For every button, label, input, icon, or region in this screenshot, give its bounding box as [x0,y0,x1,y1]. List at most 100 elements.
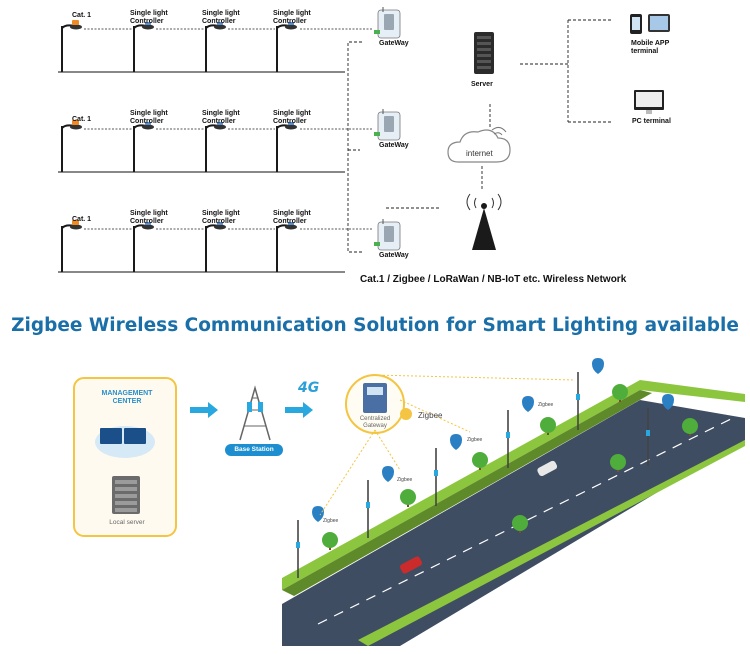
gateway-label: Centralized Gateway [359,416,391,429]
tree-crown [400,489,416,505]
controller-module [217,222,223,225]
cat1-label: Cat. 1 [72,216,92,223]
tree-crown [540,417,556,433]
lamp-head [70,124,82,130]
street-lamp [133,222,204,272]
base-station-label: Base Station [225,444,283,456]
gateway-label: GateWay [379,142,409,149]
zigbee-link [374,429,401,471]
server-slot [115,508,137,512]
tower-frame [239,385,271,441]
server-slot [115,487,137,491]
zigbee-signal-icon [400,408,412,420]
tree-crown [612,384,628,400]
server-slot [477,60,491,63]
controller-module [145,122,151,125]
controller-module [288,22,294,25]
street-lamp [276,22,297,72]
gateway-led [374,132,380,136]
lamp-head [142,224,154,230]
cloud-shape [447,129,511,163]
network-caption: Cat.1 / Zigbee / LoRaWan / NB-IoT etc. W… [360,274,627,285]
wifi-waves [491,126,507,136]
controller-module [288,122,294,125]
lamp-head [70,224,82,230]
location-marker-icon [312,506,324,522]
gateway-icon [374,219,401,251]
grass-strip-front [358,440,745,646]
street-lamp [276,222,297,272]
lamp-sign [366,502,370,508]
single-light-controller-label: Single light Controller [202,210,240,225]
street-lamp [205,122,275,172]
controller-module [217,22,223,25]
base-station-icon [239,385,271,441]
cell-tower-icon [466,193,502,250]
single-light-controller-label: Single light Controller [130,10,168,25]
gateway-led [374,30,380,34]
tower-antenna [247,402,252,412]
cat1-module [72,220,79,225]
lamp-head [142,24,154,30]
zigbee-tag: Zigbee [397,477,413,483]
street-lamp [61,220,132,272]
zigbee-link [319,429,376,516]
tower-waves [466,193,502,211]
cat1-module [72,20,79,25]
tower-top [481,203,487,209]
lamp-sign [506,432,510,438]
street-lamp [276,122,297,172]
car-red [399,556,423,574]
lamp-sign [646,430,650,436]
controller-module [217,122,223,125]
management-center-title: MANAGEMENT CENTER [101,390,153,405]
gateway-label: GateWay [379,252,409,259]
lamp-sign [576,394,580,400]
tower-body [472,208,496,250]
zigbee-label: Zigbee [418,411,443,420]
single-light-controller-label: Single light Controller [273,110,311,125]
single-light-controller-label: Single light Controller [130,110,168,125]
tower-antenna [258,402,263,412]
lamp-head [214,24,226,30]
tablet-screen [650,16,668,30]
mobile-app-label: Mobile APP terminal [631,40,670,55]
location-marker-icon [382,466,394,482]
gateway-box [384,14,394,30]
single-light-controller-label: Single light Controller [273,10,311,25]
terminal-bracket [567,19,612,123]
monitor-stand [646,110,652,114]
internet-label: internet [466,149,493,158]
cat1-label: Cat. 1 [72,116,92,123]
server-label: Server [471,81,493,88]
lamp-head [285,124,297,130]
single-light-controller-label: Single light Controller [273,210,311,225]
server-slot [477,66,491,69]
car-white [537,460,558,477]
monitor-icon [100,428,122,444]
phone-screen [632,17,640,30]
lamp-head [285,224,297,230]
lamp-head [285,24,297,30]
internet-cloud-icon: internet [447,126,511,163]
lamp-head [70,24,82,30]
gateway-icon [374,7,401,39]
local-server-label: Local server [109,519,145,526]
cat1-label: Cat. 1 [72,12,92,19]
gateway-led [374,242,380,246]
street-lamp [61,120,132,172]
location-marker-icon [662,394,674,410]
server-slot [477,54,491,57]
gateway-icon [374,109,401,141]
server-slot [115,501,137,505]
tree-crown [322,532,338,548]
street-lamp [205,222,275,272]
lamp-head [214,124,226,130]
tree-crown [512,515,528,531]
server-slot [477,42,491,45]
lamp-head [214,224,226,230]
street-lamp [205,22,275,72]
street-lamp [133,22,204,72]
zigbee-link [374,374,576,381]
zigbee-tag: Zigbee [467,437,483,443]
